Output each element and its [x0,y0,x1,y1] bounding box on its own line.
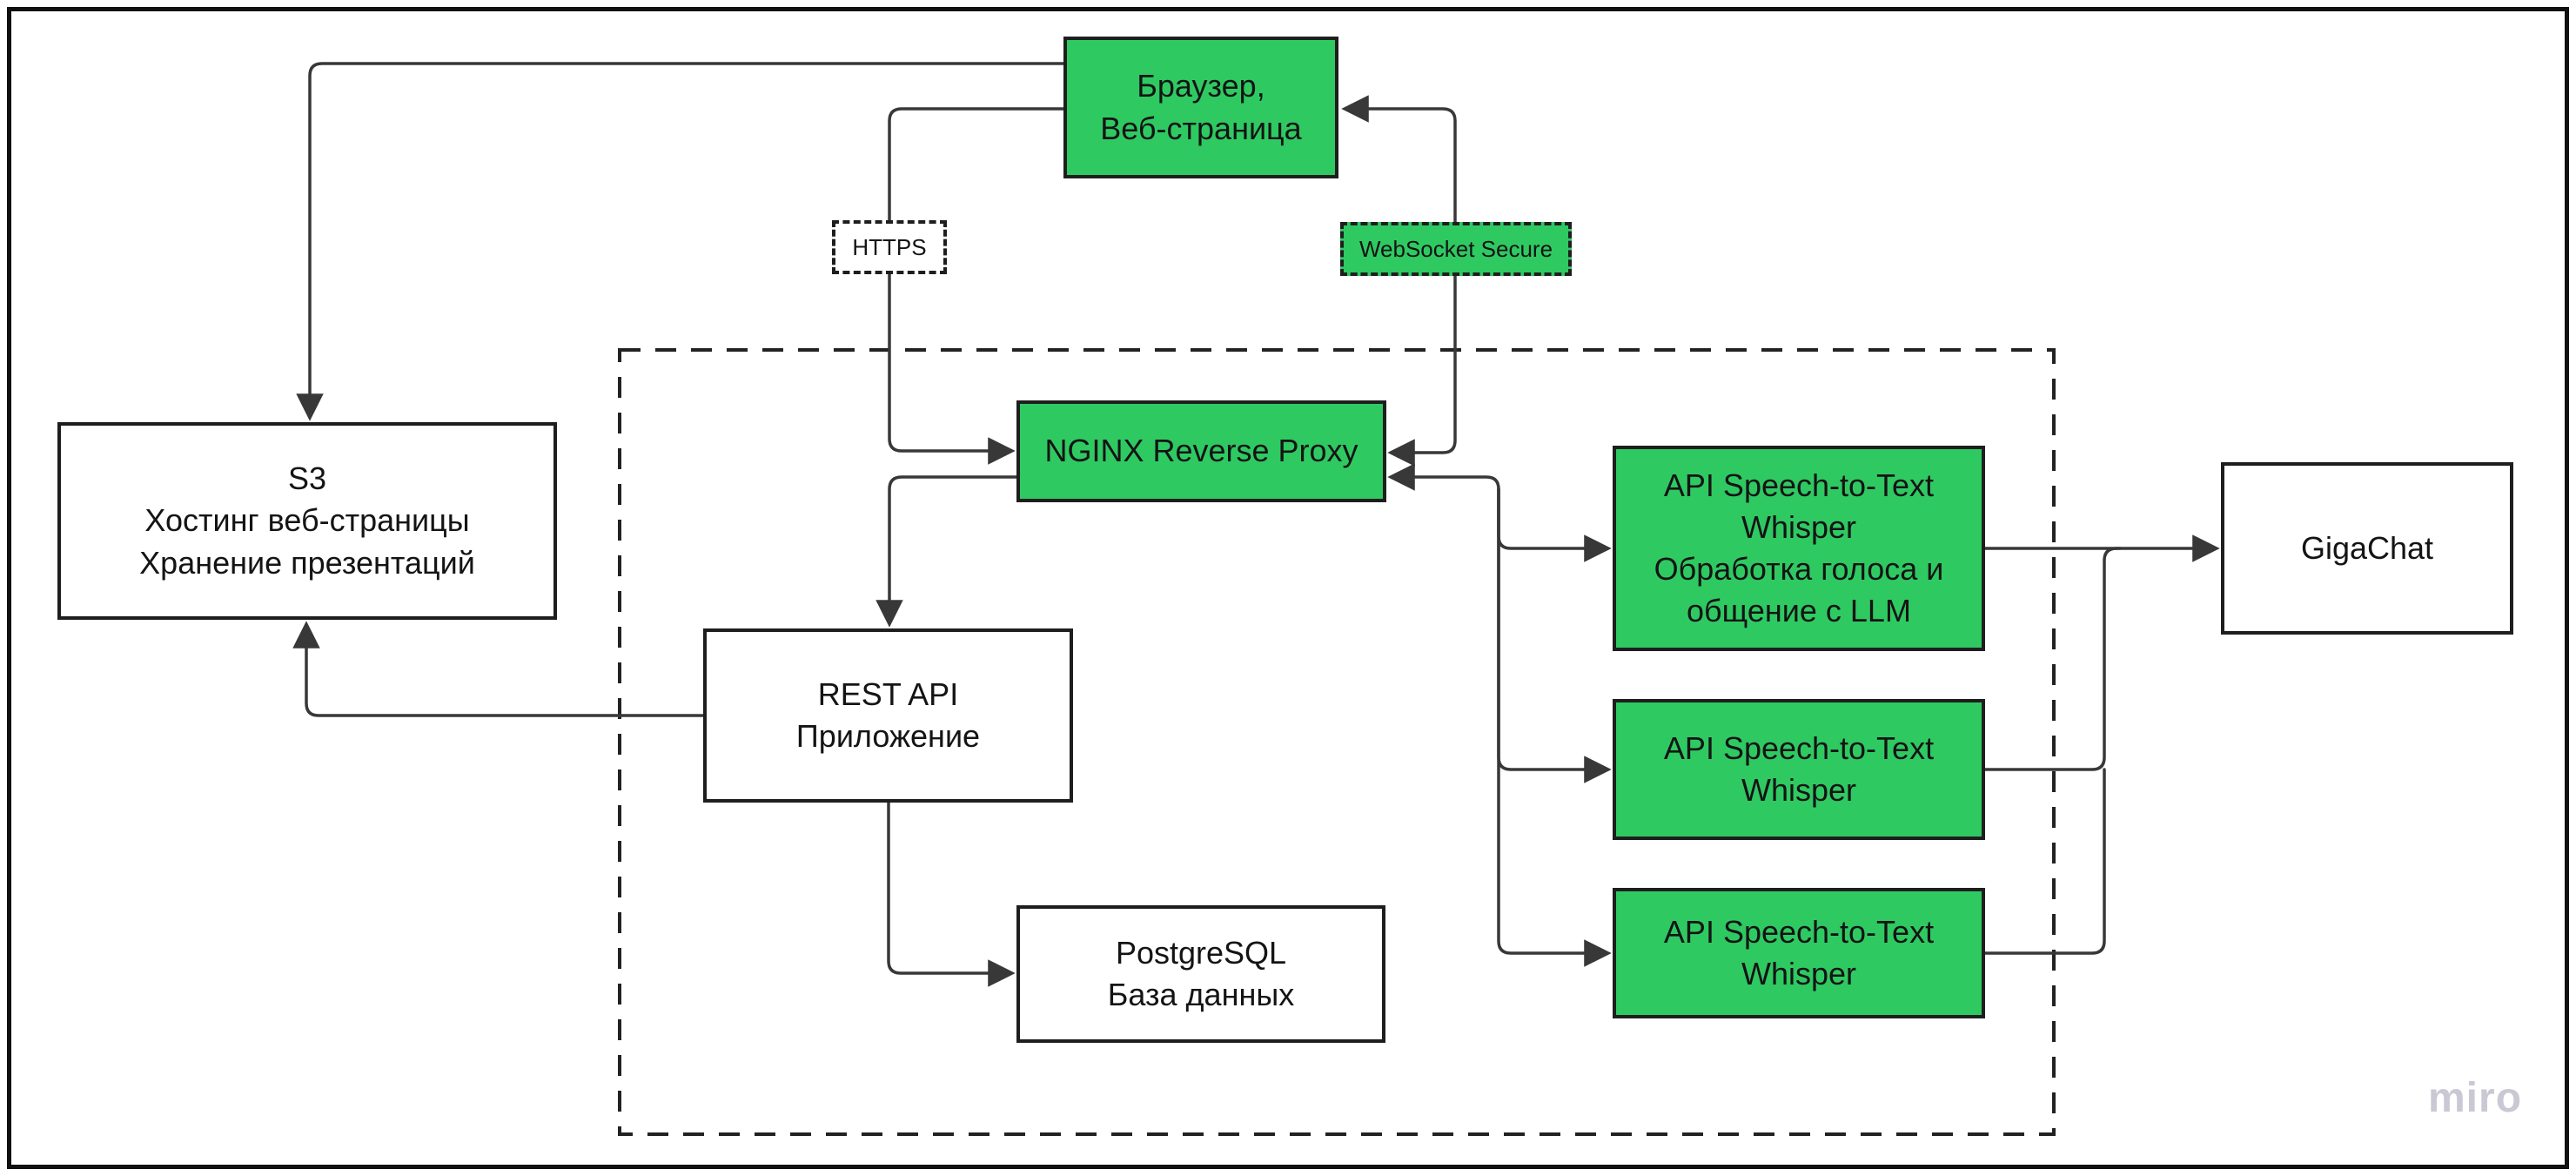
miro-watermark: miro [2428,1075,2523,1121]
node-speech-to-text-llm: API Speech-to-Text Whisper Обработка гол… [1613,446,1985,651]
canvas-frame-border [7,7,2569,1169]
node-rest-api-app: REST API Приложение [703,628,1073,803]
connector-browser-to-nginx-https [888,107,1065,465]
connector-stt2-merge [1983,547,2122,771]
node-speech-to-text-3: API Speech-to-Text Whisper [1613,888,1985,1018]
node-postgresql-db: PostgreSQL База данных [1016,905,1385,1043]
connector-nginx-to-stt3 [1497,487,1612,967]
node-nginx-reverse-proxy: NGINX Reverse Proxy [1016,400,1386,502]
edge-label-websocket-secure: WebSocket Secure [1340,222,1572,276]
edge-label-https: HTTPS [832,220,947,274]
connector-rest-to-s3 [292,621,705,717]
node-speech-to-text-2: API Speech-to-Text Whisper [1613,699,1985,840]
connector-rest-to-postgres [887,801,1016,987]
connector-browser-to-s3 [296,62,1065,421]
connector-stt3-merge [1983,768,2106,955]
server-boundary-dashed-box [618,348,2056,1136]
connector-nginx-to-rest [875,475,1018,628]
node-browser-webpage: Браузер, Веб-страница [1063,37,1338,178]
connector-nginx-to-stt2 [1497,487,1612,783]
connector-browser-nginx-websocket [1341,95,1457,467]
node-s3-storage: S3 Хостинг веб-страницы Хранение презент… [57,422,557,620]
node-gigachat: GigaChat [2221,462,2513,635]
